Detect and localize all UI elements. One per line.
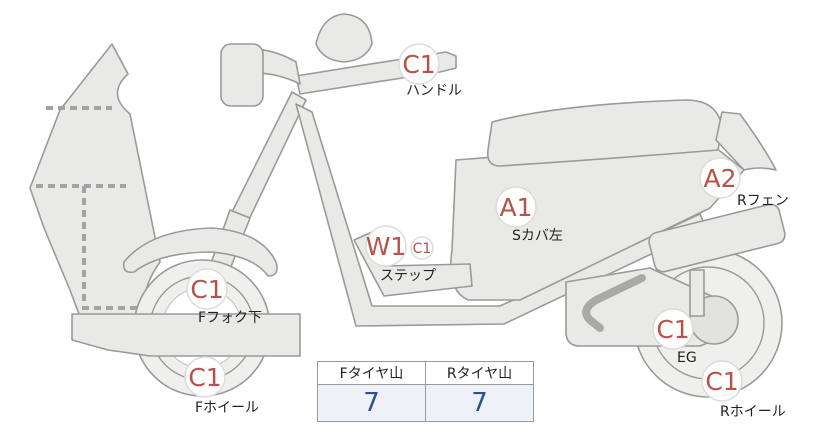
part-label: EG	[677, 350, 697, 366]
grade-marker	[186, 268, 228, 310]
front-fender	[122, 227, 278, 277]
inspection-point-step: W1 C1 ステップ	[365, 225, 436, 284]
grade-text: C1	[402, 50, 435, 79]
rear-tail	[715, 111, 777, 171]
drive-belt	[582, 274, 646, 332]
part-label: Fフォク下	[198, 310, 262, 326]
grade-text: C1	[656, 315, 689, 344]
seat	[486, 99, 723, 167]
r-tire-value: 7	[425, 384, 534, 422]
floor-board	[71, 313, 301, 357]
grade-text: C1	[188, 363, 221, 392]
grade-marker	[184, 356, 226, 398]
part-label: ハンドル	[406, 83, 462, 99]
front-cowl	[29, 43, 161, 341]
steering-column	[225, 91, 307, 231]
part-label: Rフェン	[737, 193, 789, 209]
f-tire-header: Fタイヤ山	[317, 361, 426, 385]
tire-table-header-row: Fタイヤ山 Rタイヤ山	[317, 361, 534, 385]
grade-text: C1	[705, 367, 738, 396]
rear-shock	[689, 269, 705, 317]
grade-marker	[398, 43, 440, 85]
part-label: Sカバ左	[512, 228, 563, 244]
main-frame-tube	[295, 103, 707, 327]
tire-tread-table: Fタイヤ山 Rタイヤ山 7 7	[317, 361, 534, 422]
secondary-grade-text: C1	[413, 241, 432, 257]
r-tire-header: Rタイヤ山	[425, 361, 534, 385]
cowl-seam-lines	[36, 106, 142, 310]
grade-text: C1	[190, 275, 223, 304]
grade-text: W1	[366, 232, 407, 261]
grade-marker	[652, 308, 694, 350]
grade-marker	[699, 157, 741, 199]
part-label: Fホイール	[195, 400, 259, 416]
part-label: Rホイール	[720, 404, 786, 420]
f-tire-value: 7	[317, 384, 426, 422]
headlight	[220, 43, 264, 107]
part-label: ステップ	[380, 268, 436, 284]
secondary-grade-marker	[410, 236, 434, 260]
muffler	[648, 203, 786, 273]
inspection-point-handle: C1 ハンドル	[398, 43, 462, 99]
mirror	[315, 13, 373, 63]
grade-marker	[495, 186, 537, 228]
grade-marker	[701, 360, 743, 402]
grade-text: A2	[703, 164, 736, 193]
grade-text: A1	[499, 193, 532, 222]
grade-marker	[365, 225, 407, 267]
tire-table-value-row: 7 7	[317, 384, 534, 422]
